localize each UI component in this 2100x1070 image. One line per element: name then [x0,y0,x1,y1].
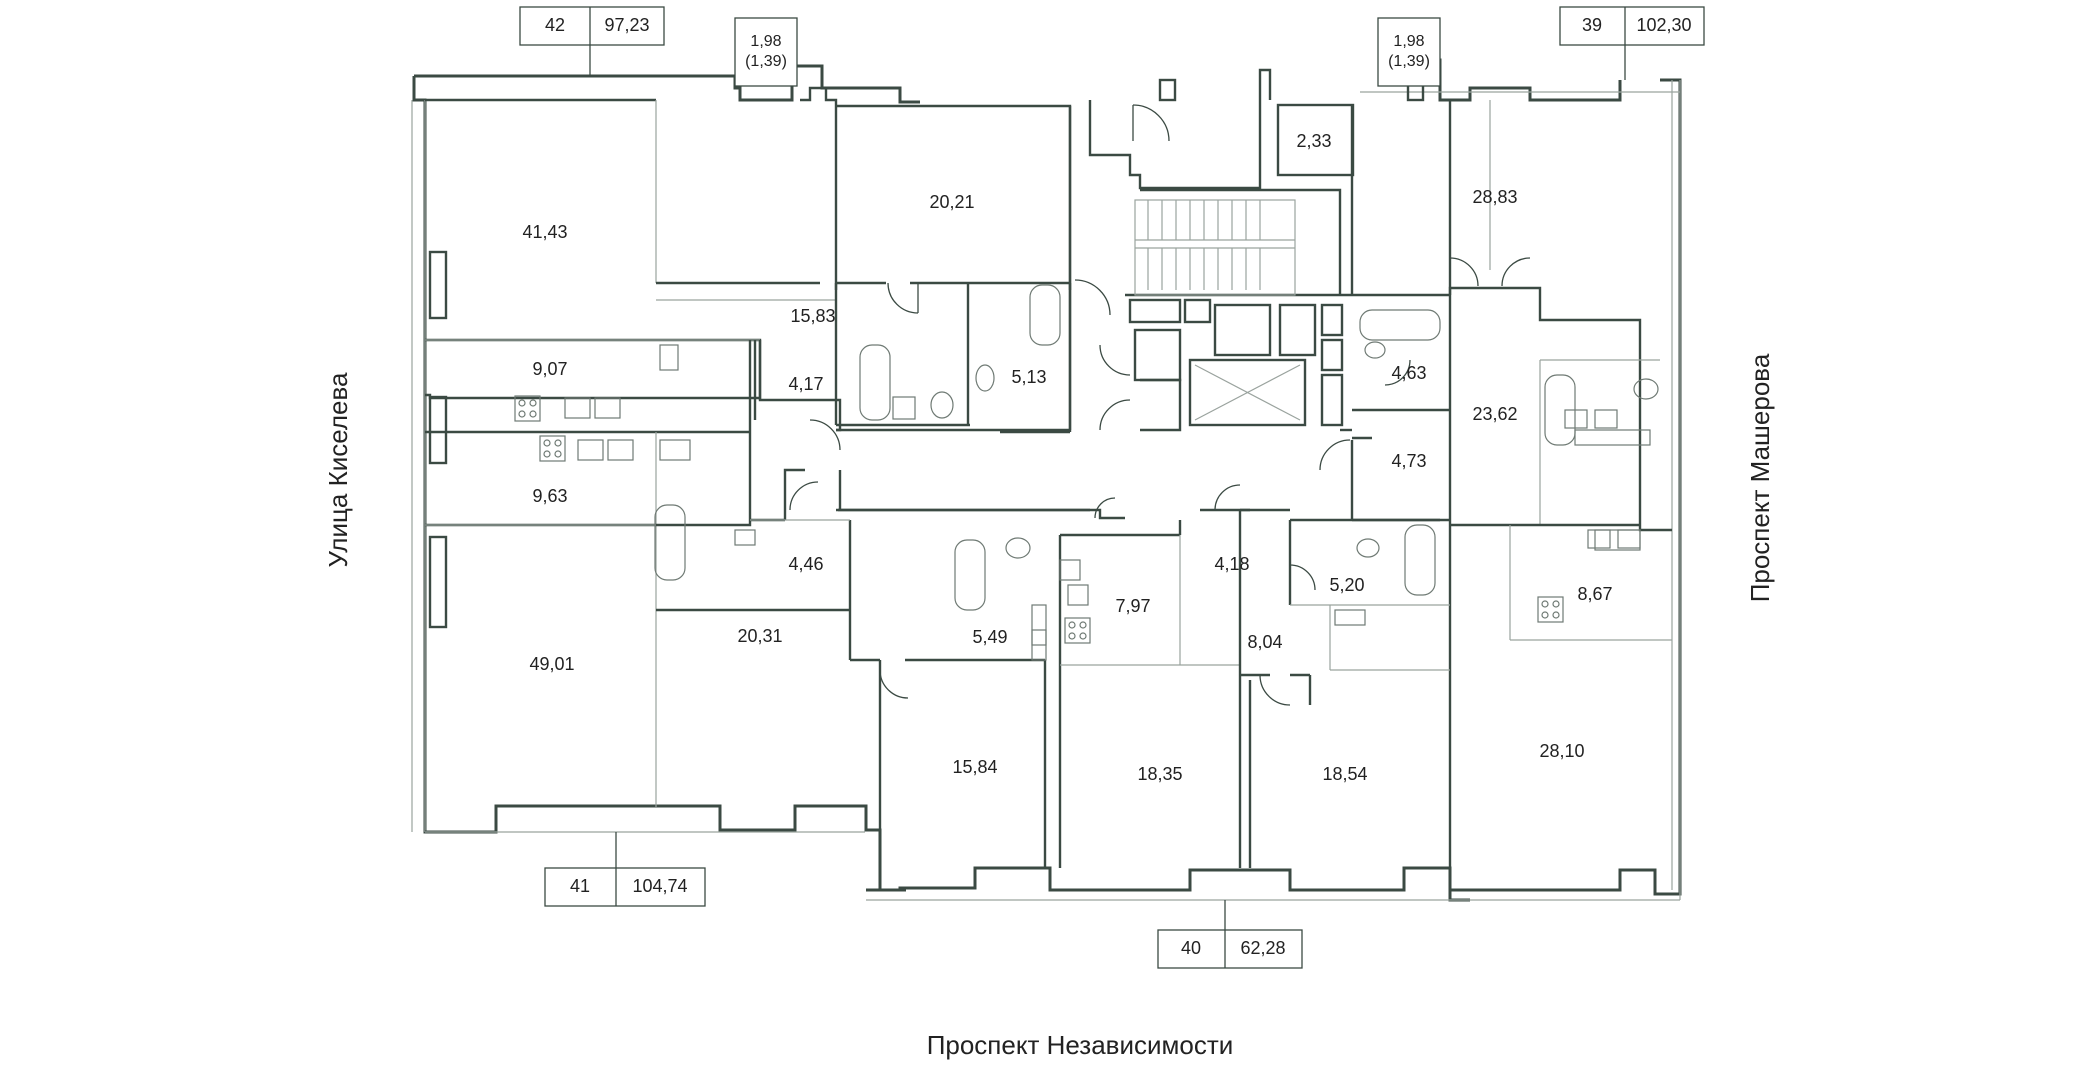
room-label: 8,67 [1577,584,1612,604]
balcony-1-net: (1,39) [745,53,787,70]
room-label: 9,07 [532,359,567,379]
apartment-42-area: 97,23 [604,15,649,35]
apartment-40-number: 40 [1181,938,1201,958]
exterior-walls [411,58,1682,902]
room-label: 20,31 [737,626,782,646]
apartment-39-box[interactable]: 39 102,30 [1559,6,1705,80]
corridor [790,398,1352,520]
apartment-39-number: 39 [1582,15,1602,35]
room-label: 4,63 [1391,363,1426,383]
room-label: 28,10 [1539,741,1584,761]
room-label: 4,18 [1214,554,1249,574]
street-right: Проспект Машерова [1745,353,1775,602]
room-label: 5,13 [1011,367,1046,387]
apartment-42-box[interactable]: 42 97,23 [519,6,665,76]
apartment-39-area: 102,30 [1636,15,1691,35]
apartment-41-number: 41 [570,876,590,896]
room-label: 8,04 [1247,632,1282,652]
room-label: 15,84 [952,757,997,777]
room-label: 7,97 [1115,596,1150,616]
room-label: 23,62 [1472,404,1517,424]
street-bottom: Проспект Независимости [927,1030,1234,1060]
balcony-1-area: 1,98 [750,33,781,50]
room-label: 15,83 [790,306,835,326]
fixtures [514,284,1659,661]
doors [789,104,1531,706]
apartment-41-box[interactable]: 41 104,74 [544,832,706,907]
room-label: 2,33 [1296,131,1331,151]
balcony-2-area: 1,98 [1393,33,1424,50]
room-label: 4,73 [1391,451,1426,471]
room-label: 9,63 [532,486,567,506]
street-left: Улица Киселева [323,372,353,567]
room-label: 4,46 [788,554,823,574]
room-label: 20,21 [929,192,974,212]
room-labels: 41,43 9,07 15,83 20,21 4,17 5,13 9,63 4,… [522,131,1612,784]
apartment-40-area: 62,28 [1240,938,1285,958]
balcony-2-net: (1,39) [1388,53,1430,70]
interior-walls-left [425,86,1312,870]
room-label: 28,83 [1472,187,1517,207]
apartment-42-number: 42 [545,15,565,35]
window-marks [428,78,1425,629]
room-label: 18,35 [1137,764,1182,784]
room-label: 5,20 [1329,575,1364,595]
apartment-41-area: 104,74 [632,876,687,896]
elevator-shafts [1128,298,1344,432]
room-label: 4,17 [788,374,823,394]
room-label: 18,54 [1322,764,1367,784]
apartment-40-box[interactable]: 40 62,28 [1157,900,1303,969]
staircase [1134,199,1296,296]
room-label: 41,43 [522,222,567,242]
balconies: 1,98 (1,39) 1,98 (1,39) [734,17,1441,87]
room-label: 5,49 [972,627,1007,647]
room-label: 49,01 [529,654,574,674]
